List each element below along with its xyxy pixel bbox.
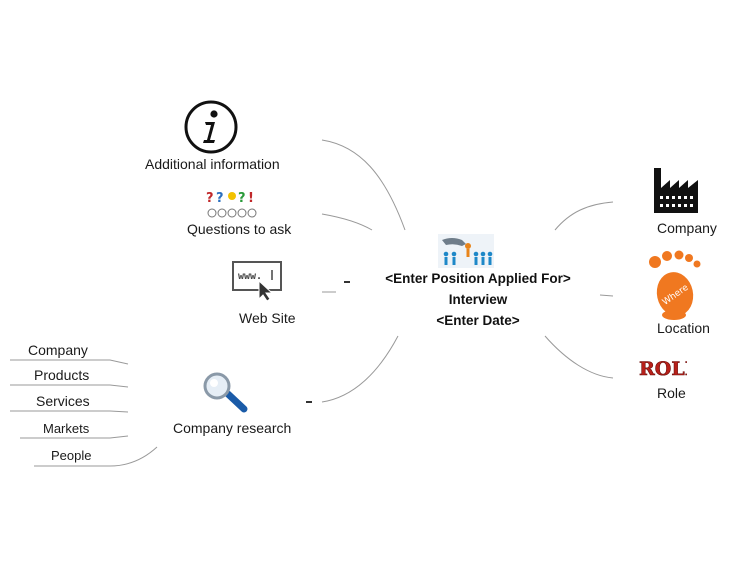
center-interview: Interview — [448, 292, 508, 307]
collapse-marker-website[interactable] — [344, 281, 350, 283]
research-item-people[interactable]: People — [51, 448, 92, 463]
additional-info-label: Additional information — [145, 156, 280, 172]
svg-text:?: ? — [238, 191, 246, 206]
role-label: Role — [657, 385, 686, 401]
center-title: <Enter Position Applied For> Interview <… — [370, 268, 586, 331]
info-icon — [184, 100, 238, 154]
research-item-services[interactable]: Services — [36, 393, 90, 409]
svg-text:?: ? — [206, 191, 214, 206]
link-questions — [321, 213, 373, 231]
link-research-products — [10, 384, 129, 388]
company-label: Company — [657, 220, 717, 236]
link-company-research — [321, 335, 399, 403]
link-research-people — [34, 446, 158, 467]
role-text-icon: ROLE — [639, 358, 687, 381]
research-item-products[interactable]: Products — [34, 367, 90, 383]
magnifier-icon — [203, 372, 248, 413]
center-date: <Enter Date> — [436, 313, 520, 328]
link-research-markets — [20, 435, 129, 439]
link-additional-info — [321, 139, 406, 231]
link-research-services — [10, 410, 129, 413]
research-item-markets[interactable]: Markets — [43, 421, 90, 436]
center-position: <Enter Position Applied For> — [385, 271, 571, 286]
question-marks-icon: ? ? ? ! — [206, 191, 257, 218]
browser-cursor-icon: www. — [232, 261, 282, 301]
link-research-company — [10, 359, 129, 365]
link-company — [554, 201, 614, 231]
questions-label: Questions to ask — [187, 221, 292, 237]
svg-text:!: ! — [248, 191, 254, 206]
collapse-marker-research[interactable] — [306, 401, 312, 403]
link-role — [544, 335, 614, 379]
company-research-label: Company research — [173, 420, 292, 436]
link-location — [599, 294, 614, 297]
website-icon-text: www. — [238, 271, 262, 282]
factory-icon — [654, 168, 698, 213]
role-icon-text: ROLE — [639, 358, 687, 380]
website-label: Web Site — [239, 310, 296, 326]
footprint-icon: Where — [649, 250, 701, 320]
research-item-company[interactable]: Company — [28, 342, 88, 358]
interview-people-icon — [438, 234, 494, 268]
location-label: Location — [657, 320, 710, 336]
svg-text:?: ? — [216, 191, 224, 206]
